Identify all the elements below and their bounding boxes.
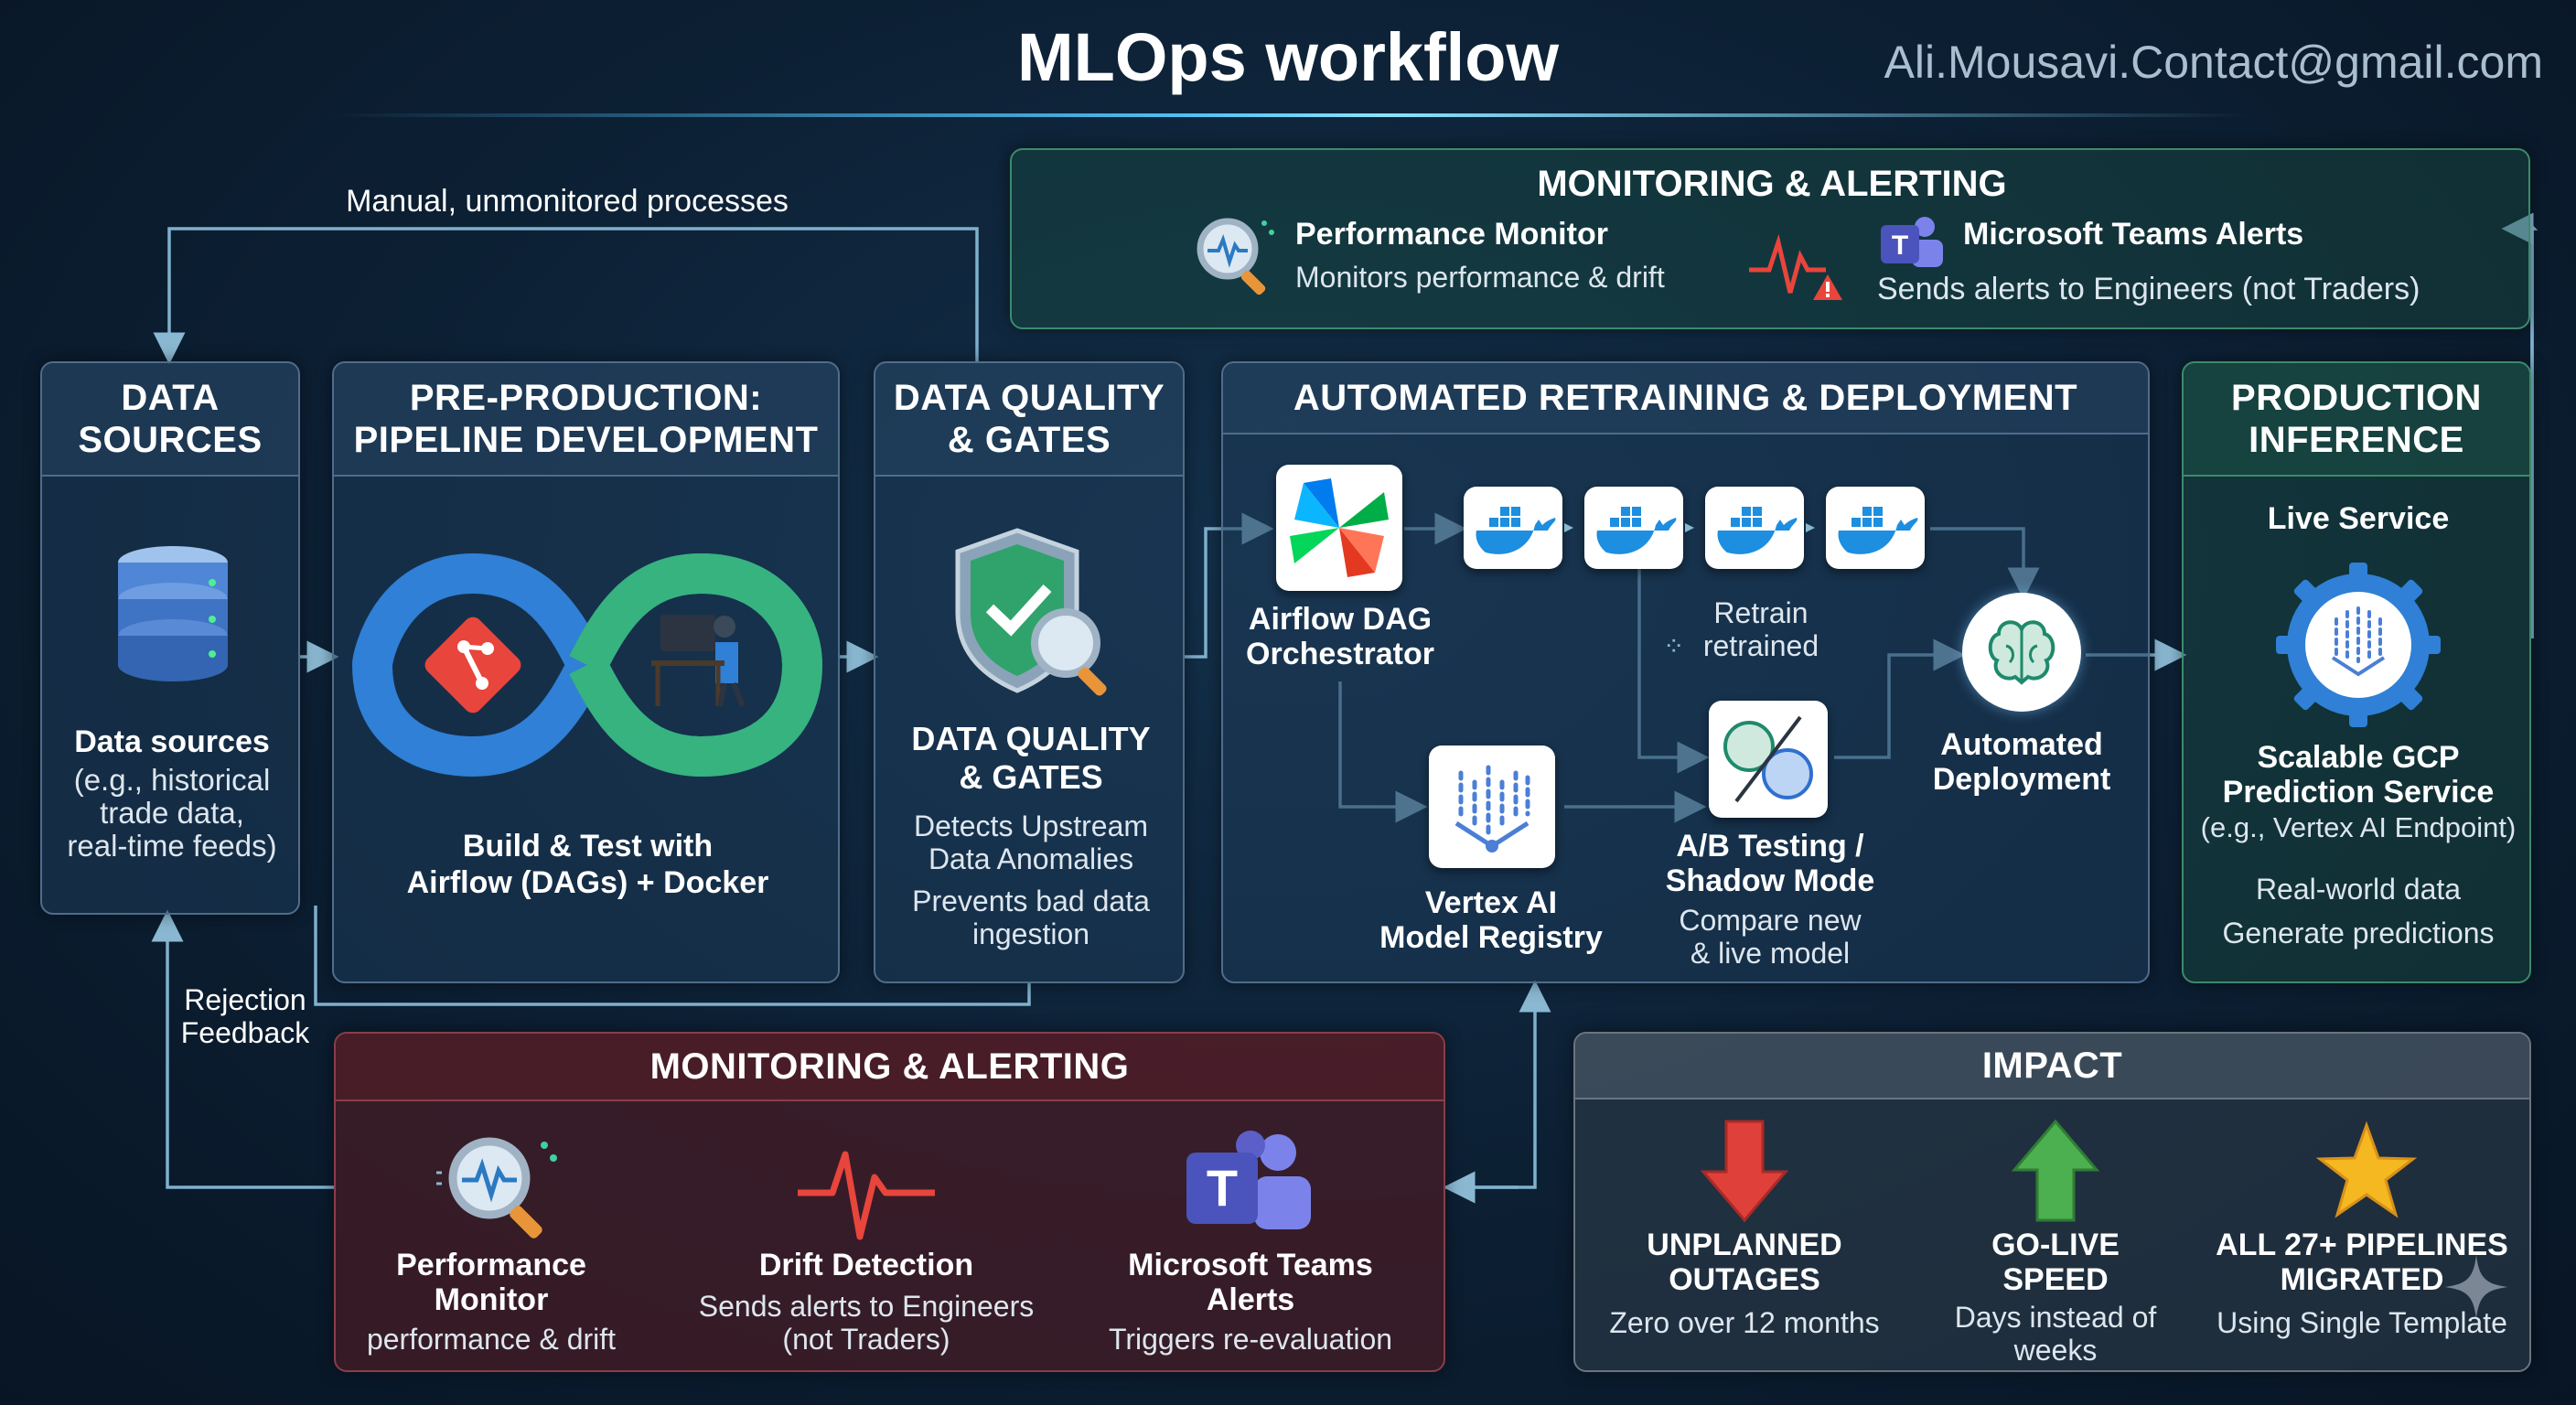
data-sources-title: Data sources	[74, 724, 270, 759]
teams-icon: T	[1877, 212, 1945, 277]
drift-detection-desc: Sends alerts to Engineers (not Traders)	[698, 1290, 1035, 1356]
production-heading: PRODUCTION INFERENCE	[2184, 363, 2529, 477]
bottom-perf-title: Performance Monitor	[396, 1248, 586, 1317]
impact-heading: IMPACT	[1575, 1034, 2529, 1099]
ab-brain-icon	[1723, 715, 1813, 803]
drift-detection-title: Drift Detection	[758, 1248, 974, 1282]
automated-deployment-label: Automated Deployment	[1932, 727, 2111, 797]
top-perf-desc: Monitors performance & drift	[1295, 261, 1665, 294]
manual-process-label: Manual, unmonitored processes	[346, 184, 789, 219]
ab-testing-tile[interactable]	[1709, 701, 1828, 818]
impact-panel: IMPACT UNPLANNED OUTAGES Zero over 12 mo…	[1573, 1032, 2531, 1372]
teams-alerts-title: Microsoft Teams Alerts	[1128, 1248, 1373, 1317]
drift-pulse-icon	[798, 1127, 935, 1250]
data-sources-desc: (e.g., historical trade data, real-time …	[67, 763, 277, 863]
ab-testing-desc: Compare new & live model	[1679, 904, 1862, 970]
data-quality-heading: DATA QUALITY & GATES	[875, 363, 1183, 477]
top-monitoring-panel: MONITORING & ALERTING Performance Monito…	[1010, 148, 2530, 329]
page-title: MLOps workflow	[1017, 19, 1559, 95]
automated-deployment-brain-icon[interactable]	[1962, 593, 2081, 712]
impact-outages-title: UNPLANNED OUTAGES	[1647, 1228, 1842, 1297]
preprod-title: Build & Test with Airflow (DAGs) + Docke…	[406, 829, 769, 900]
svg-text:T: T	[1892, 231, 1908, 261]
bottom-monitoring-heading: MONITORING & ALERTING	[336, 1034, 1444, 1101]
impact-outages-desc: Zero over 12 months	[1609, 1306, 1880, 1339]
performance-monitor-icon	[436, 1127, 574, 1250]
pulse-alert-icon	[1749, 220, 1850, 316]
docker-whale-icons	[1476, 507, 1918, 554]
gcp-service-title: Scalable GCP Prediction Service	[2222, 740, 2495, 810]
impact-pipelines-desc: Using Single Template	[2216, 1306, 2507, 1339]
preprod-panel: PRE-PRODUCTION: PIPELINE DEVELOPMENT Bui…	[332, 361, 840, 983]
data-quality-panel: DATA QUALITY & GATES DATA QUALITY & GATE…	[874, 361, 1185, 983]
author-email[interactable]: Ali.Mousavi.Contact@gmail.com	[1884, 37, 2543, 88]
bottom-perf-desc: performance & drift	[366, 1323, 617, 1356]
preprod-heading: PRE-PRODUCTION: PIPELINE DEVELOPMENT	[334, 363, 838, 477]
teams-alerts-desc: Triggers re-evaluation	[1108, 1323, 1393, 1356]
impact-speed-desc: Days instead of weeks	[1954, 1301, 2157, 1367]
data-sources-heading: DATA SOURCES	[42, 363, 298, 477]
realworld-label: Real-world data	[2255, 873, 2462, 906]
model-registry-label: Vertex AI Model Registry	[1379, 885, 1603, 955]
impact-pipelines-title: ALL 27+ PIPELINES MIGRATED	[2216, 1228, 2508, 1297]
magnifier-pulse-icon	[1191, 212, 1283, 308]
live-service-label: Live Service	[2267, 501, 2450, 536]
top-monitoring-heading: MONITORING & ALERTING	[1537, 164, 2007, 204]
production-panel: PRODUCTION INFERENCE Live Service Scalab…	[2182, 361, 2531, 983]
gcp-service-desc: (e.g., Vertex AI Endpoint)	[2200, 811, 2517, 843]
gcp-service-gear-icon	[2276, 563, 2441, 732]
data-quality-desc2: Prevents bad data ingestion	[912, 885, 1150, 950]
top-perf-title: Performance Monitor	[1295, 217, 1608, 252]
data-sources-panel: DATA SOURCES Data sources (e.g., histori…	[40, 361, 300, 915]
airflow-pinwheel-icon	[1290, 478, 1389, 577]
airflow-tile[interactable]	[1276, 465, 1402, 591]
vertex-registry-tile[interactable]	[1429, 745, 1555, 868]
vertex-ai-icon	[1454, 765, 1530, 853]
top-teams-desc: Sends alerts to Engineers (not Traders)	[1877, 272, 2420, 306]
database-icon	[113, 544, 232, 686]
airflow-label: Airflow DAG Orchestrator	[1246, 602, 1434, 671]
title-divider	[329, 113, 2250, 117]
data-quality-title: DATA QUALITY & GATES	[911, 720, 1151, 796]
shield-check-icon	[949, 526, 1132, 713]
retraining-heading: AUTOMATED RETRAINING & DEPLOYMENT	[1223, 363, 2148, 434]
devops-infinity-icon	[351, 546, 823, 788]
arrow-down-icon	[1699, 1120, 1790, 1227]
rejection-feedback-label: Rejection Feedback	[180, 983, 310, 1049]
teams-alerts-icon: T	[1186, 1125, 1315, 1249]
arrow-up-icon	[2010, 1119, 2101, 1227]
retrain-dots-icon: ⁘	[1663, 632, 1685, 660]
star-icon	[2315, 1121, 2418, 1223]
ab-testing-title: A/B Testing / Shadow Mode	[1665, 829, 1875, 898]
impact-speed-title: GO-LIVE SPEED	[1991, 1228, 2120, 1297]
generate-label: Generate predictions	[2222, 917, 2495, 949]
retrain-label: Retrain retrained	[1702, 596, 1819, 662]
top-teams-title: Microsoft Teams Alerts	[1963, 217, 2304, 252]
svg-text:T: T	[1207, 1159, 1238, 1217]
data-quality-desc1: Detects Upstream Data Anomalies	[913, 810, 1149, 875]
bottom-monitoring-panel: MONITORING & ALERTING T Performance Moni…	[334, 1032, 1445, 1372]
sparkle-icon	[2444, 1255, 2508, 1324]
